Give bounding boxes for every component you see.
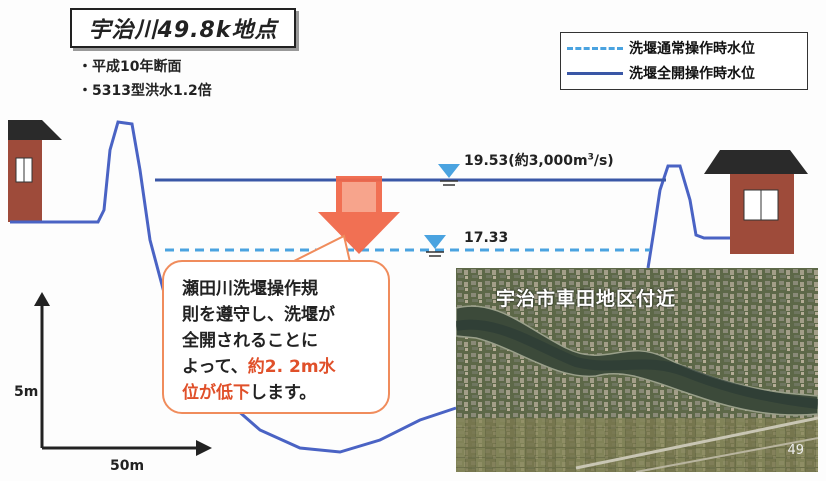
house-right-icon (704, 150, 808, 254)
page-number: 49 (787, 443, 804, 458)
page-title: 宇治川49.8k地点 (88, 18, 278, 43)
note-section: ・平成10年断面 (78, 59, 182, 75)
callout-line-3: 全開されることに (182, 331, 318, 351)
level-drop-arrow-icon (318, 176, 400, 254)
high-level-value: 19.53 (464, 153, 509, 169)
high-level-note-prefix: (約3,000m (508, 153, 588, 169)
riverbed-profile-right (646, 164, 730, 269)
vertical-scale-arrow-icon (34, 292, 50, 448)
callout-line-4-prefix: よって、 (182, 357, 248, 377)
high-level-note-suffix: /s) (593, 153, 614, 169)
legend-solid-swatch (567, 71, 623, 75)
aerial-photo: 宇治市車田地区付近 49 (456, 268, 818, 472)
callout-line-1: 瀬田川洗堰操作規 (182, 279, 318, 299)
legend-item-full: 洗堰全開操作時水位 (567, 62, 755, 84)
water-level-marker-low-icon (424, 235, 446, 257)
low-level-label: 17.33 (464, 230, 509, 246)
legend-dashed-swatch (567, 46, 623, 50)
callout-line-2: 則を遵守し、洗堰が (182, 305, 335, 325)
note-flood: ・5313型洪水1.2倍 (78, 83, 212, 99)
callout-line-4: よって、約2. 2m水 (182, 354, 377, 380)
high-level-note-sup: 3 (587, 152, 594, 163)
legend-label-full: 洗堰全開操作時水位 (629, 66, 755, 82)
legend-item-normal: 洗堰通常操作時水位 (567, 37, 755, 59)
callout-text: 瀬田川洗堰操作規 則を遵守し、洗堰が 全開されることに よって、約2. 2m水 … (182, 276, 377, 406)
legend: 洗堰通常操作時水位 洗堰全開操作時水位 (560, 32, 808, 90)
legend-label-normal: 洗堰通常操作時水位 (629, 41, 755, 57)
callout-line-4-highlight: 約2. 2m水 (247, 357, 336, 377)
high-level-label: 19.53(約3,000m3/s) (464, 150, 614, 170)
house-left-icon (8, 120, 62, 222)
photo-caption: 宇治市車田地区付近 (496, 288, 677, 310)
horizontal-scale-label: 50m (110, 458, 145, 474)
vertical-scale-label: 5m (14, 384, 39, 400)
aerial-photo-image (456, 268, 818, 472)
callout-line-5-highlight: 位が低下 (182, 383, 250, 403)
callout-line-5-suffix: します。 (250, 383, 317, 403)
explanation-callout: 瀬田川洗堰操作規 則を遵守し、洗堰が 全開されることに よって、約2. 2m水 … (162, 260, 390, 414)
horizontal-scale-arrow-icon (42, 440, 212, 456)
callout-line-5: 位が低下します。 (182, 380, 377, 406)
title-box: 宇治川49.8k地点 (70, 8, 296, 48)
water-level-marker-high-icon (438, 164, 460, 186)
